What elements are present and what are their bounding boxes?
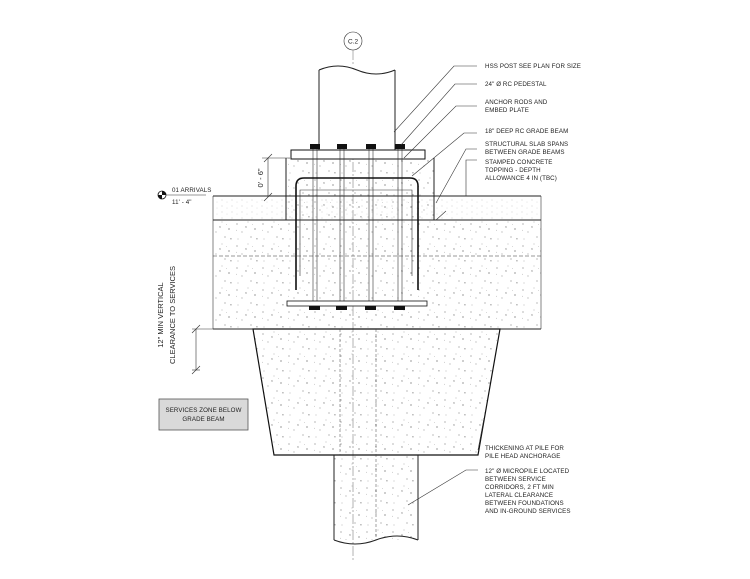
pedestal <box>285 158 435 220</box>
callout-labels: HSS POST SEE PLAN FOR SIZE 24" Ø RC PEDE… <box>485 63 581 515</box>
label-topping-1: STAMPED CONCRETE <box>485 159 553 166</box>
hss-post <box>318 65 396 150</box>
micropile <box>333 329 419 545</box>
label-topping-2: TOPPING - DEPTH <box>485 167 541 174</box>
label-micropile-4: LATERAL CLEARANCE <box>485 492 553 499</box>
label-slab-2: BETWEEN GRADE BEAMS <box>485 149 565 156</box>
grid-bubble: C.2 <box>343 31 363 51</box>
label-topping-3: ALLOWANCE 4 IN (TBC) <box>485 175 557 182</box>
clearance-line1: 12" MIN VERTICAL <box>156 282 165 347</box>
label-micropile-1: 12" Ø MICROPILE LOCATED <box>485 468 570 475</box>
topping-dimension: 0' - 6" <box>256 153 290 202</box>
level-marker: 01 ARRIVALS 11' - 4" <box>157 187 212 206</box>
label-hss-post: HSS POST SEE PLAN FOR SIZE <box>485 63 581 70</box>
services-zone-box: SERVICES ZONE BELOW GRADE BEAM <box>158 398 249 431</box>
anchor-rods <box>286 144 428 310</box>
services-line2: GRADE BEAM <box>182 416 224 423</box>
label-pedestal: 24" Ø RC PEDESTAL <box>485 81 547 88</box>
label-slab-1: STRUCTURAL SLAB SPANS <box>485 141 568 148</box>
clearance-dimension: 12" MIN VERTICAL CLEARANCE TO SERVICES <box>156 266 253 375</box>
services-line1: SERVICES ZONE BELOW <box>165 407 241 414</box>
pedestal-rebar <box>295 177 419 290</box>
label-thickening-1: THICKENING AT PILE FOR <box>485 445 564 452</box>
label-micropile-5: BETWEEN FOUNDATIONS <box>485 500 564 507</box>
label-thickening-2: PILE HEAD ANCHORAGE <box>485 453 560 460</box>
level-elevation: 11' - 4" <box>172 199 192 206</box>
leaders <box>393 65 485 506</box>
label-micropile-2: BETWEEN SERVICE <box>485 476 546 483</box>
clearance-line2: CLEARANCE TO SERVICES <box>168 266 177 364</box>
dimension-label: 0' - 6" <box>256 168 265 187</box>
label-anchor-1: ANCHOR RODS AND <box>485 99 548 106</box>
label-micropile-3: CORRIDORS, 2 FT MIN <box>485 484 554 491</box>
pile-cap-thickening <box>252 328 501 456</box>
base-plate <box>290 149 426 160</box>
label-anchor-2: EMBED PLATE <box>485 107 529 114</box>
grid-bubble-label: C.2 <box>348 39 359 46</box>
level-name: 01 ARRIVALS <box>172 187 212 194</box>
label-grade-beam: 18" DEEP RC GRADE BEAM <box>485 128 568 135</box>
label-micropile-6: AND IN-GROUND SERVICES <box>485 508 571 515</box>
